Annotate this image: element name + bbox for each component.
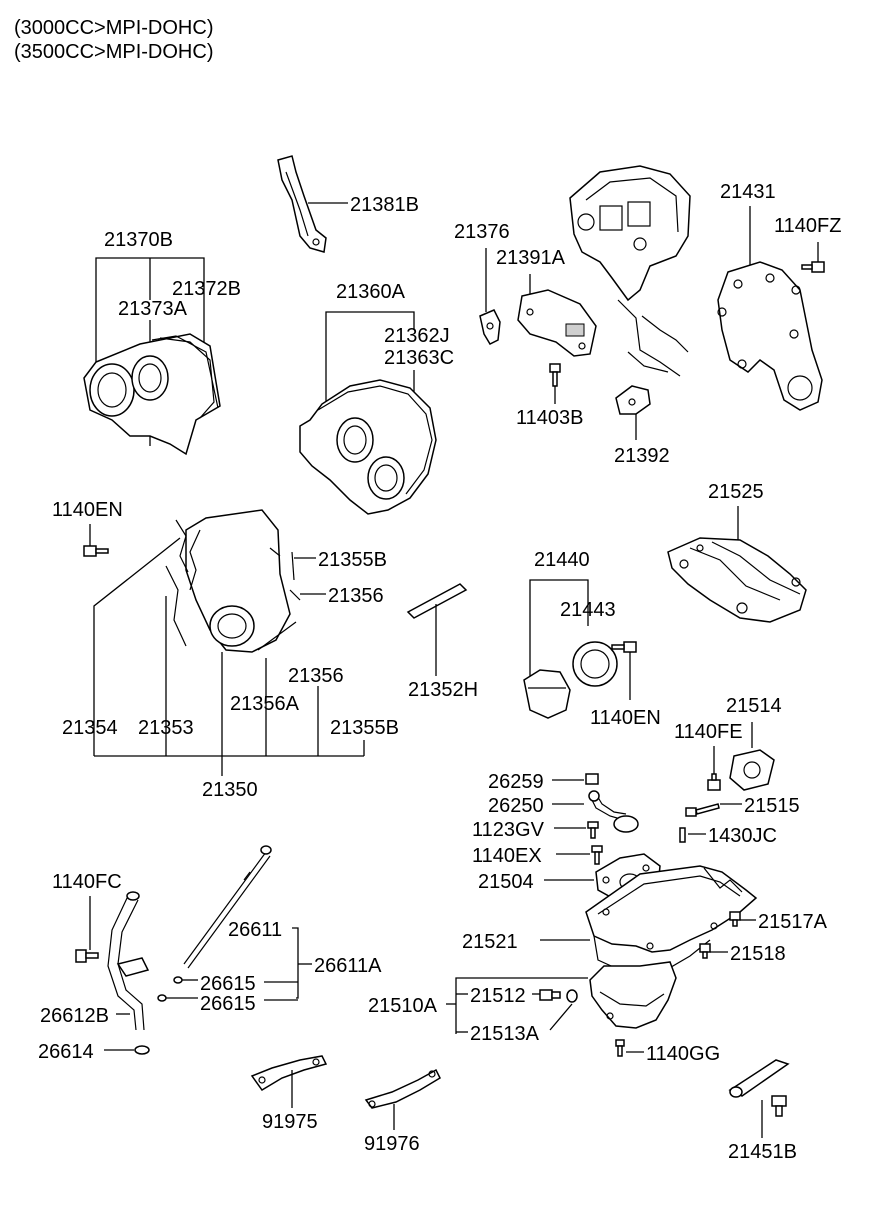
label-21376: 21376 xyxy=(454,221,510,243)
label-21521: 21521 xyxy=(462,931,518,953)
part-26611-drawing xyxy=(183,845,272,969)
part-21451B-drawing xyxy=(728,1059,790,1117)
part-26259-drawing xyxy=(585,773,599,785)
label-21355B-bottom: 21355B xyxy=(330,717,399,739)
engine-block-drawing xyxy=(569,165,691,377)
part-1140EX-drawing xyxy=(591,845,603,865)
label-91976: 91976 xyxy=(364,1133,420,1155)
label-21513A: 21513A xyxy=(470,1023,540,1045)
part-21370B-drawing xyxy=(83,333,221,456)
part-1140FC-drawing xyxy=(75,949,99,963)
engine-variant-2: (3500CC>MPI-DOHC) xyxy=(14,41,213,63)
label-21372B: 21372B xyxy=(172,278,241,300)
part-21391A-drawing xyxy=(517,289,597,357)
label-21431: 21431 xyxy=(720,181,776,203)
label-1140FZ: 1140FZ xyxy=(774,215,841,237)
label-21363C: 21363C xyxy=(384,347,454,369)
part-21514-drawing xyxy=(729,749,775,791)
part-21360A-drawing xyxy=(299,379,437,515)
label-21518: 21518 xyxy=(730,943,786,965)
part-21392-drawing xyxy=(615,385,651,415)
part-26612B-drawing xyxy=(107,891,150,1031)
label-26615-lower: 26615 xyxy=(200,993,256,1015)
part-21525-drawing xyxy=(667,537,807,623)
label-21510A: 21510A xyxy=(368,995,438,1017)
label-21515: 21515 xyxy=(744,795,800,817)
label-1140EN-right: 1140EN xyxy=(590,707,661,729)
part-21350-drawing xyxy=(165,509,301,653)
part-1140EN-left-drawing xyxy=(83,545,109,557)
part-1123GV-drawing xyxy=(587,821,599,839)
label-1140EN-left: 1140EN xyxy=(52,499,123,521)
part-26615-drawing xyxy=(157,976,183,1002)
label-1140FC: 1140FC xyxy=(52,871,122,893)
part-11403B-drawing xyxy=(549,363,561,387)
label-21360A: 21360A xyxy=(336,281,406,303)
part-1140GG-drawing xyxy=(615,1039,625,1057)
label-26614: 26614 xyxy=(38,1041,94,1063)
label-21440: 21440 xyxy=(534,549,590,571)
part-21510A-drawing xyxy=(589,961,677,1029)
label-1140GG: 1140GG xyxy=(646,1043,720,1065)
label-21353: 21353 xyxy=(138,717,194,739)
label-21373A: 21373A xyxy=(118,298,188,320)
label-1140EX: 1140EX xyxy=(472,845,542,867)
label-1140FE: 1140FE xyxy=(674,721,743,743)
label-21356A: 21356A xyxy=(230,693,300,715)
part-1140FE-drawing xyxy=(707,773,721,791)
label-21451B: 21451B xyxy=(728,1141,797,1163)
part-21352H-drawing xyxy=(406,583,468,619)
label-26611: 26611 xyxy=(228,919,282,941)
engine-variant-1: (3000CC>MPI-DOHC) xyxy=(14,17,213,39)
label-21392: 21392 xyxy=(614,445,670,467)
label-21525: 21525 xyxy=(708,481,764,503)
label-21362J: 21362J xyxy=(384,325,450,347)
part-21431-drawing xyxy=(717,261,823,411)
part-1430JC-drawing xyxy=(679,827,686,843)
label-11403B: 11403B xyxy=(516,407,583,429)
part-1140FZ-drawing xyxy=(801,261,825,273)
label-21391A: 21391A xyxy=(496,247,566,269)
part-21517A-drawing xyxy=(729,911,741,927)
label-21356-bottom: 21356 xyxy=(288,665,344,687)
label-91975: 91975 xyxy=(262,1111,318,1133)
part-1140EN-right-drawing xyxy=(611,641,637,653)
label-21514: 21514 xyxy=(726,695,782,717)
label-21355B-top: 21355B xyxy=(318,549,387,571)
label-21517A: 21517A xyxy=(758,911,828,933)
label-21352H: 21352H xyxy=(408,679,478,701)
label-26250: 26250 xyxy=(488,795,544,817)
label-21354: 21354 xyxy=(62,717,118,739)
part-21376-drawing xyxy=(479,309,501,345)
part-21512-drawing xyxy=(539,989,578,1003)
part-26250-drawing xyxy=(588,790,639,833)
label-21350: 21350 xyxy=(202,779,258,801)
label-26259: 26259 xyxy=(488,771,544,793)
label-26612B: 26612B xyxy=(40,1005,109,1027)
part-21381B-drawing xyxy=(277,155,327,253)
part-26614-drawing xyxy=(134,1045,150,1055)
label-21504: 21504 xyxy=(478,871,534,893)
part-21515-drawing xyxy=(685,803,720,817)
label-26615-upper: 26615 xyxy=(200,973,256,995)
part-21518-drawing xyxy=(699,943,711,959)
part-21440-drawing xyxy=(523,641,618,719)
label-21370B: 21370B xyxy=(104,229,173,251)
part-91975-drawing xyxy=(250,1055,328,1091)
part-91976-drawing xyxy=(364,1068,441,1109)
label-21381B: 21381B xyxy=(350,194,419,216)
label-21356-top: 21356 xyxy=(328,585,384,607)
label-26611A: 26611A xyxy=(314,955,382,977)
label-1123GV: 1123GV xyxy=(472,819,545,841)
label-21512: 21512 xyxy=(470,985,526,1007)
label-1430JC: 1430JC xyxy=(708,825,777,847)
